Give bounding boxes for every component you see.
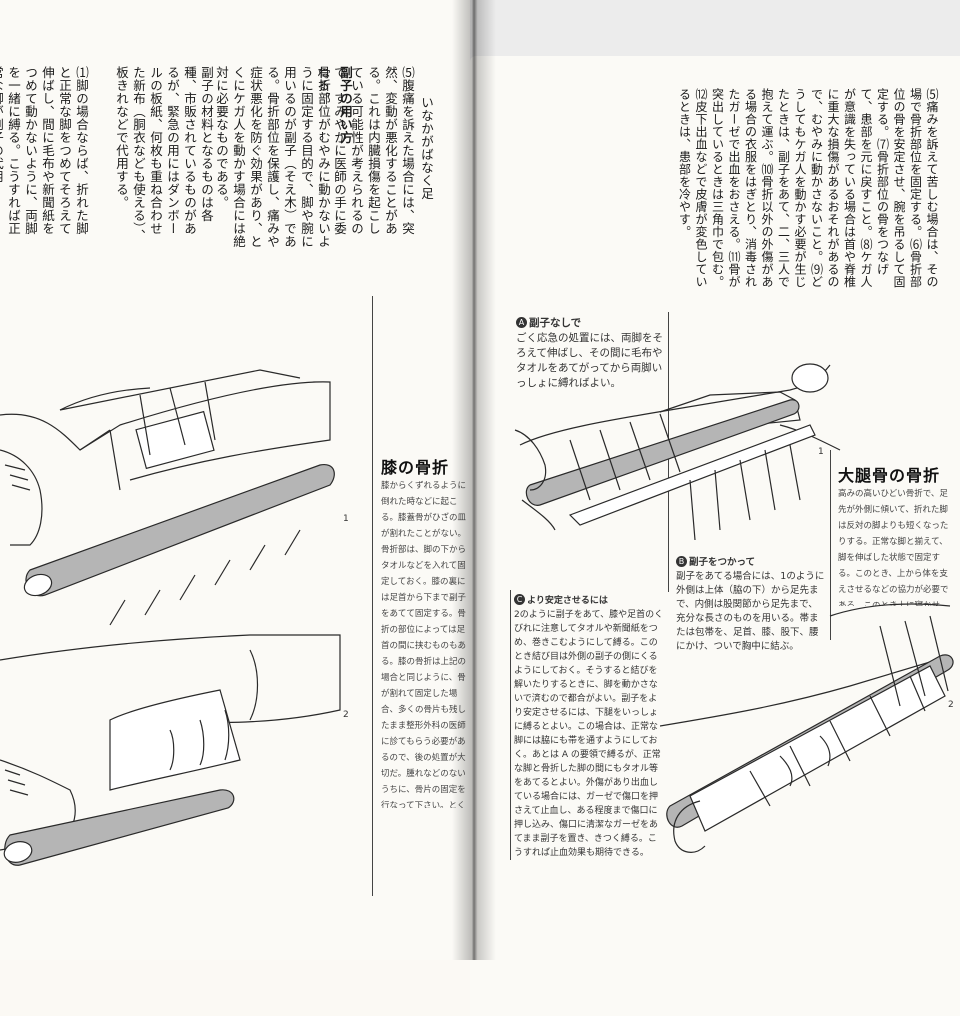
splint-text-3: ⑴脚の場合ならば、折れた脚と正常な脚をつめてそろえて伸ばし、間に毛布や新聞紙をつ… xyxy=(0,66,89,235)
right-fig1-number: 1 xyxy=(818,447,824,457)
right-page xyxy=(470,56,960,1016)
caption-c-tag: C xyxy=(514,594,525,605)
knee-section-text: 膝からくずれるように倒れた時などに起こる。膝蓋骨がひざの皿が割れたことがない。骨… xyxy=(381,481,466,808)
left-fig1-number: 1 xyxy=(343,514,349,524)
caption-b-title: 副子をつかって xyxy=(689,557,756,568)
knee-fracture-illustration xyxy=(0,369,341,866)
caption-c-text: 2のように副子をあて、膝や足首のくびれに注意してタオルや新聞紙をつめ、巻きこむよ… xyxy=(514,610,664,858)
splint-text-1: 骨折部位がむやみに動かないように固定する目的で、脚や腕に用いるのが副子（そえ木）… xyxy=(214,66,331,248)
caption-a-tag: A xyxy=(516,317,527,328)
right-divider-c xyxy=(510,590,511,860)
left-text-abdominal: ⑸腹痛を訴えた場合には、突然、変動が悪化することがある。これは内臓損傷を起こして… xyxy=(315,66,415,235)
caption-b-text: 副子をあてる場合には、1のように外側は上体（脇の下）から足先まで、内側は股関節か… xyxy=(676,571,825,652)
right-fig2-number: 2 xyxy=(948,700,954,710)
background-wall xyxy=(470,0,960,64)
femur-splint-illustration-2 xyxy=(660,603,954,853)
femur-splint-illustration-1 xyxy=(514,363,841,541)
splint-text-2: 副子の材料となるものは各種、市販されているものがあるが、緊急の用にはダンボールの… xyxy=(114,66,214,242)
left-page xyxy=(0,0,470,960)
caption-b-tag: B xyxy=(676,556,687,567)
book-gutter xyxy=(452,0,496,960)
femur-section-text: 高みの高いひどい骨折で、足先が外側に傾いて、折れた脚は反対の脚よりも短くなったり… xyxy=(838,489,949,606)
left-fig2-number: 2 xyxy=(343,710,349,720)
caption-c-title: より安定させるには xyxy=(527,596,608,606)
left-text-column-top: いなかがばなく足 xyxy=(419,96,434,200)
right-top-text: ⑸痛みを訴えて苦しむ場合は、その場で骨折部位を固定する。⑹骨折部位の骨を安定させ… xyxy=(677,88,940,288)
left-divider-line xyxy=(372,296,373,896)
right-divider-femur xyxy=(830,450,831,640)
caption-a-title: 副子なしで xyxy=(529,317,582,329)
caption-a-text: ごく応急の処置には、両脚をそろえて伸ばし、その間に毛布やタオルをあてがってから両… xyxy=(516,332,663,389)
knee-section-title: 膝の骨折 xyxy=(381,458,450,477)
femur-section-title: 大腿骨の骨折 xyxy=(838,466,941,485)
splint-heading: 副子の用い方 xyxy=(338,66,353,144)
